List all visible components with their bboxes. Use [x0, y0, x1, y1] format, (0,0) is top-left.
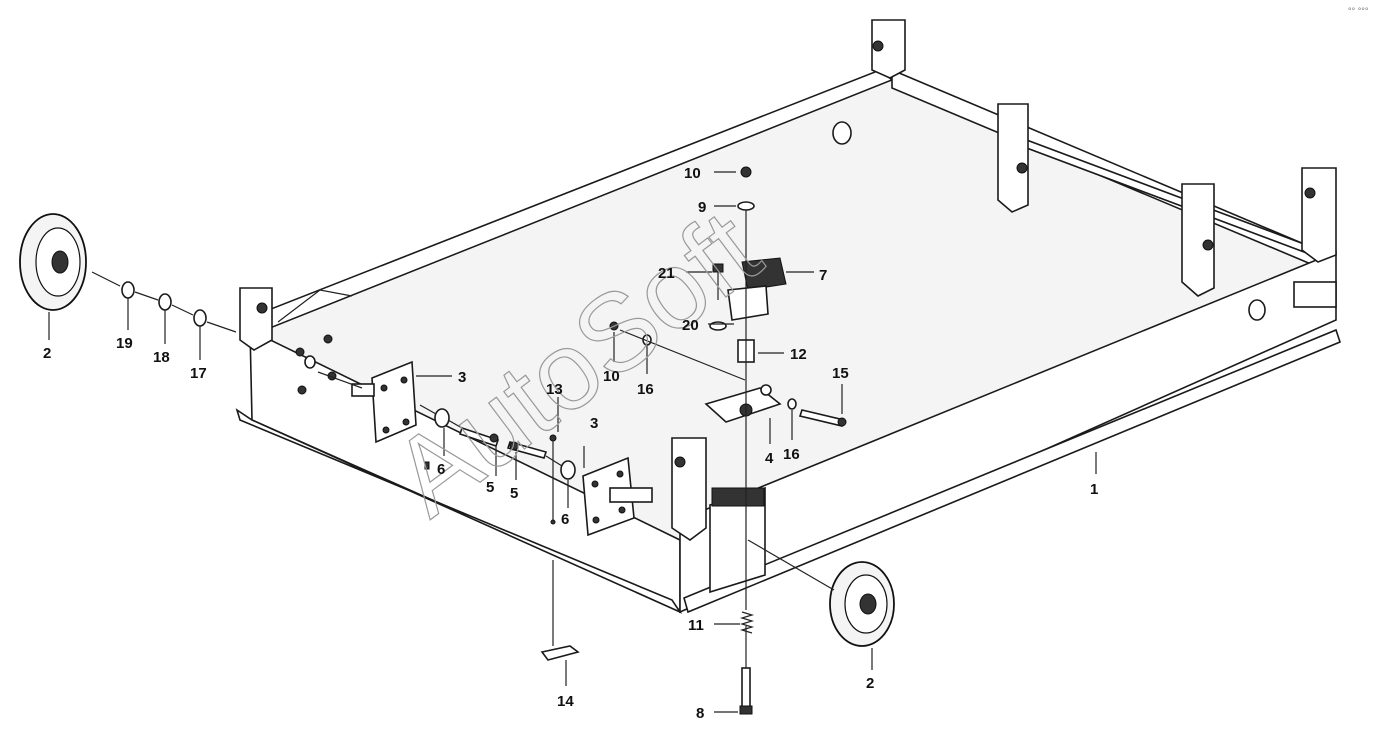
- callout-10: 10: [603, 368, 620, 385]
- axle-plate-right: [582, 456, 653, 537]
- washers-left: [121, 281, 207, 327]
- callout-labels: 1 2 2 3 3 4 5 5 6 6 7 8 9 10 10 11 12 13…: [43, 165, 1098, 722]
- leader-lines: [48, 171, 1097, 713]
- callout-16: 16: [637, 381, 654, 398]
- callout-19: 19: [116, 335, 133, 352]
- axle-plate-left: [351, 360, 417, 444]
- brake-assembly: [540, 166, 847, 715]
- callout-14: 14: [557, 693, 574, 710]
- axle-hardware: [424, 408, 576, 480]
- callout-20: 20: [682, 317, 699, 334]
- callout-1: 1: [1090, 481, 1098, 498]
- wheel-left: [19, 213, 87, 311]
- callout-5: 5: [486, 479, 494, 496]
- corner-mark: °° °°°: [1348, 6, 1369, 16]
- callout-18: 18: [153, 349, 170, 366]
- callout-9: 9: [698, 199, 706, 216]
- cart-frame: [235, 19, 1341, 614]
- callout-16: 16: [783, 446, 800, 463]
- callout-11: 11: [688, 617, 704, 634]
- callout-2: 2: [866, 675, 874, 692]
- callout-7: 7: [819, 267, 827, 284]
- callout-5: 5: [510, 485, 518, 502]
- callout-6: 6: [437, 461, 445, 478]
- callout-17: 17: [190, 365, 207, 382]
- callout-2: 2: [43, 345, 51, 362]
- callout-10: 10: [684, 165, 701, 182]
- callout-3: 3: [590, 415, 598, 432]
- callout-13: 13: [546, 381, 563, 398]
- callout-8: 8: [696, 705, 704, 722]
- wheel-right: [829, 561, 895, 647]
- callout-6: 6: [561, 511, 569, 528]
- callout-15: 15: [832, 365, 849, 382]
- callout-21: 21: [658, 265, 675, 282]
- callout-4: 4: [765, 450, 774, 467]
- guide-lines: [91, 210, 835, 668]
- callout-3: 3: [458, 369, 466, 386]
- callout-12: 12: [790, 346, 807, 363]
